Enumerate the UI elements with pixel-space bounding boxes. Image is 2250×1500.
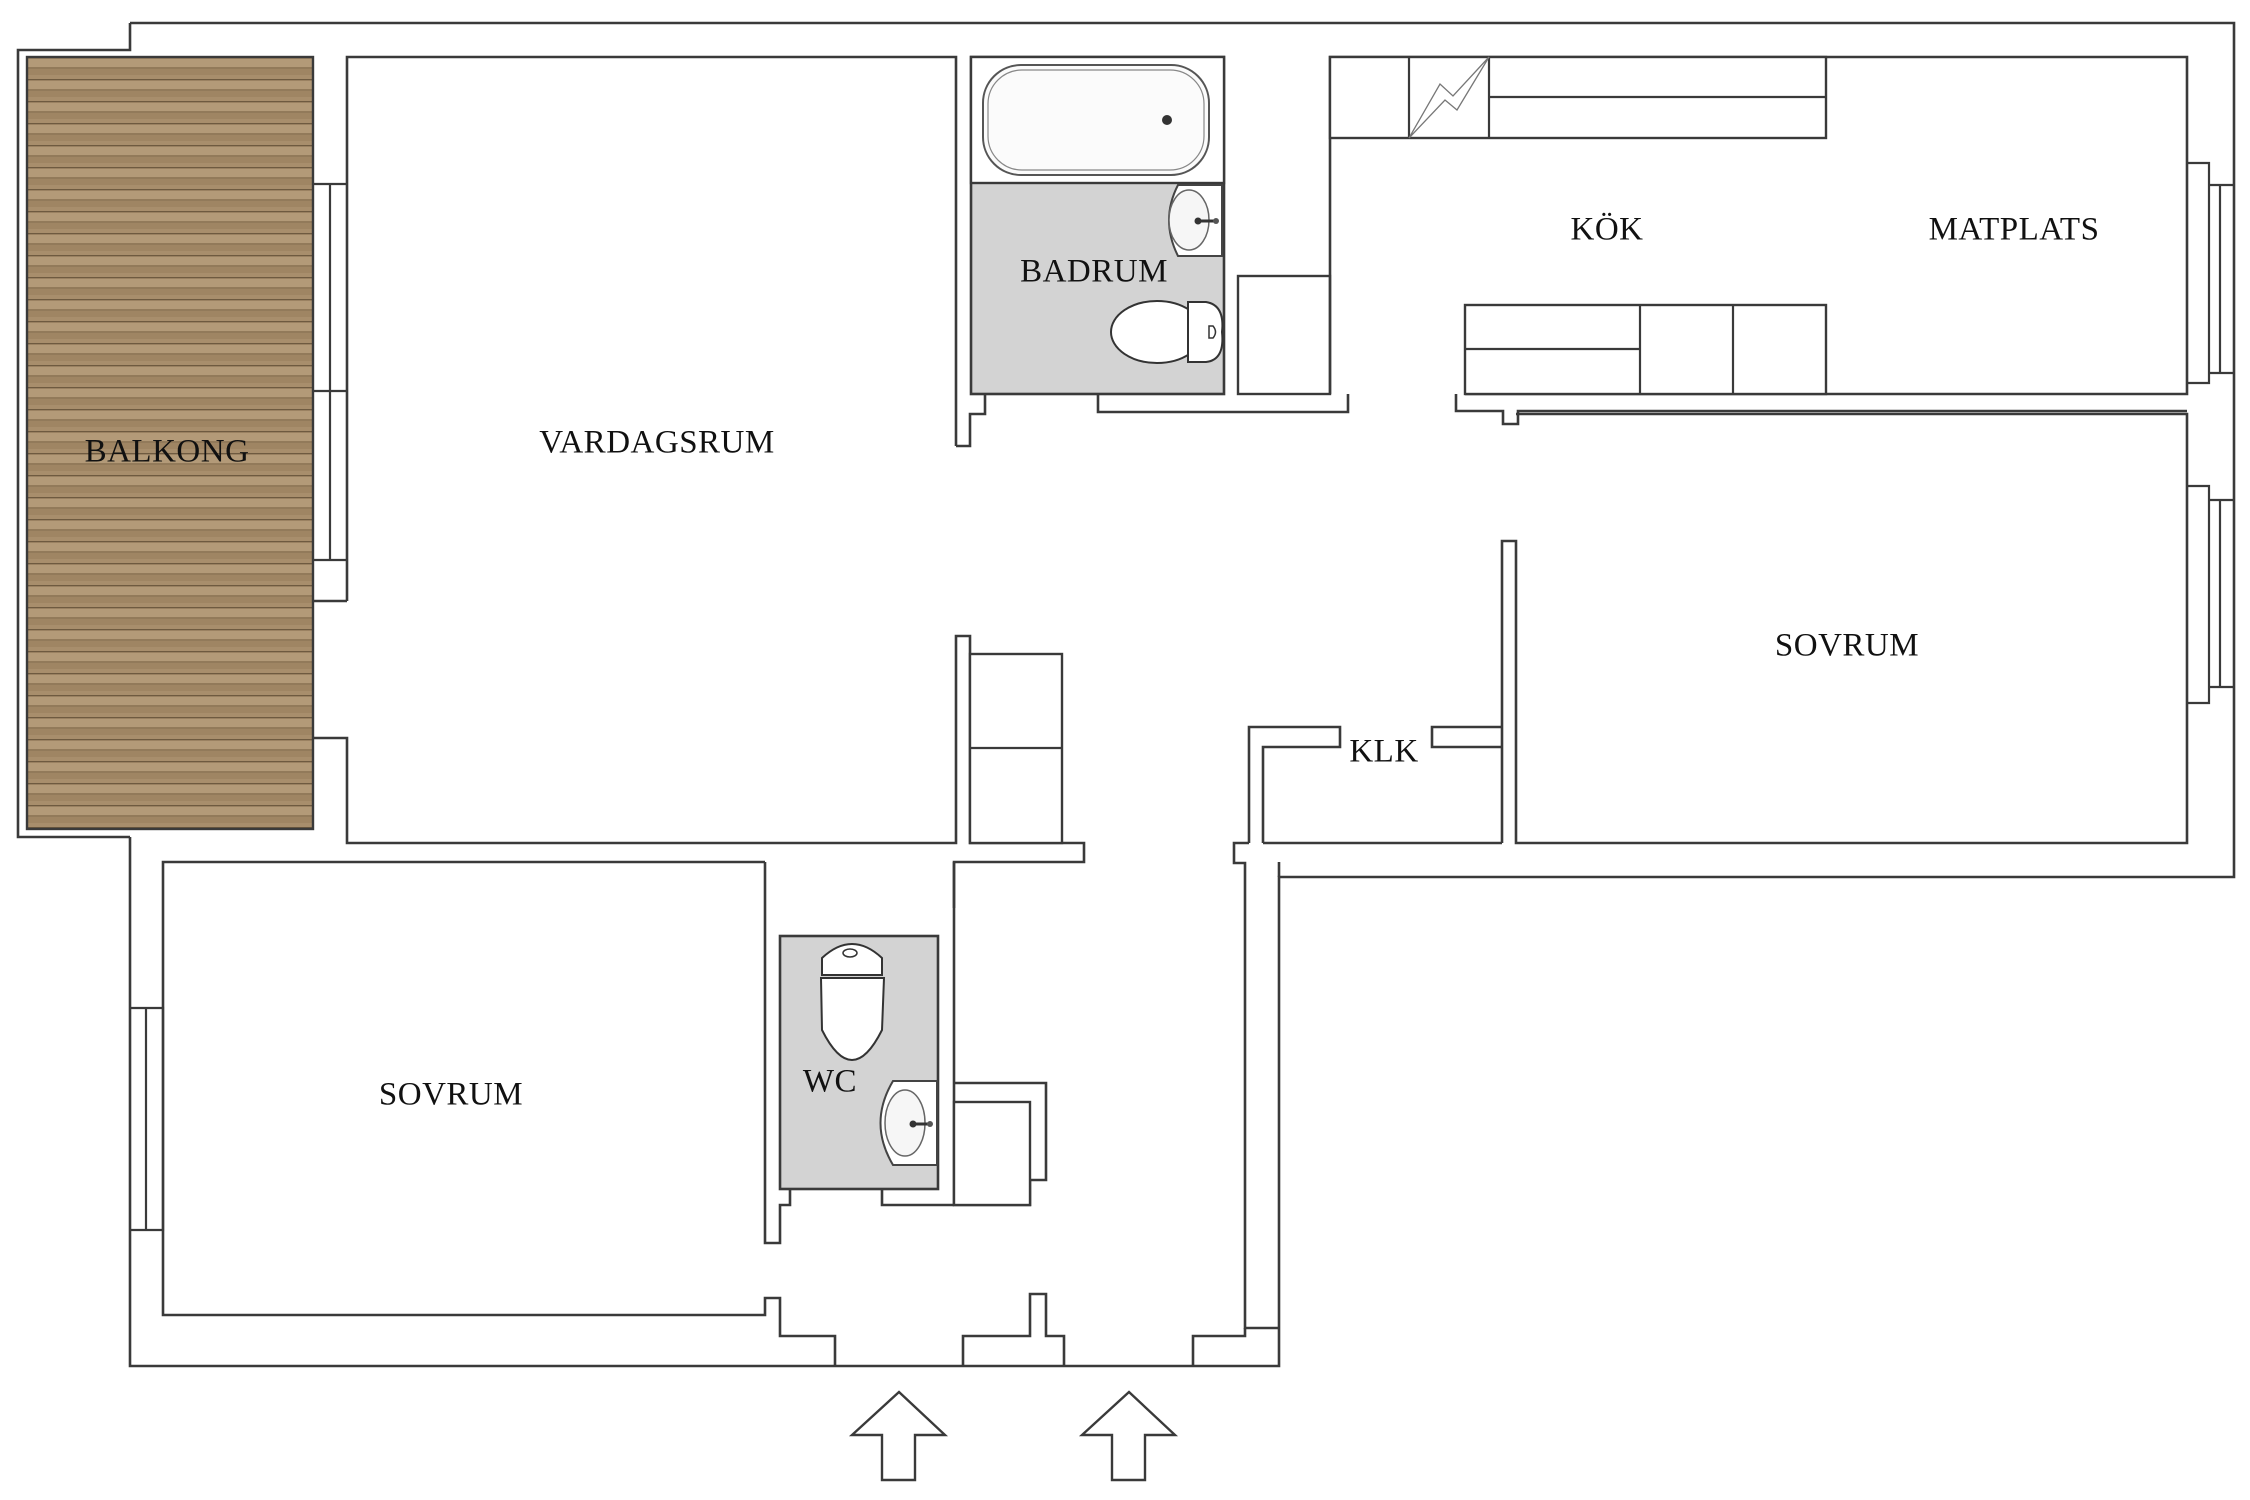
entrance-arrow-2 — [1078, 1390, 1179, 1482]
toilet-icon — [819, 943, 886, 1061]
room-label-balkong: BALKONG — [84, 433, 250, 470]
stove-icon — [1408, 56, 1490, 139]
bedroom-left — [130, 860, 1247, 1366]
bedroom-right — [1500, 412, 2234, 845]
bathroom — [969, 55, 1226, 396]
entrance-arrow-1 — [848, 1390, 949, 1482]
sink-icon — [879, 1080, 938, 1166]
wardrobe-hall — [968, 652, 1064, 845]
bathtub-icon — [982, 64, 1210, 176]
room-label-vardagsrum: VARDAGSRUM — [539, 424, 775, 461]
room-label-sovrum-left: SOVRUM — [378, 1076, 524, 1113]
room-label-matplats: MATPLATS — [1928, 211, 2100, 248]
wc-room — [763, 862, 1048, 1245]
toilet-icon — [1110, 300, 1224, 364]
kitchen — [1328, 55, 2234, 426]
upper-cabinets — [1328, 55, 1828, 140]
room-label-wc: WC — [802, 1063, 858, 1100]
sink-icon — [1168, 184, 1223, 257]
room-label-klk: KLK — [1349, 733, 1419, 770]
room-label-kok: KÖK — [1570, 211, 1644, 248]
closet-klk — [1232, 725, 1502, 1330]
room-label-sovrum-right: SOVRUM — [1774, 627, 1920, 664]
lower-cabinets — [1463, 303, 1828, 396]
room-label-badrum: BADRUM — [1020, 253, 1168, 290]
hall-walls — [1096, 274, 1350, 414]
balcony — [16, 23, 315, 839]
living-room-walls — [313, 55, 1086, 908]
